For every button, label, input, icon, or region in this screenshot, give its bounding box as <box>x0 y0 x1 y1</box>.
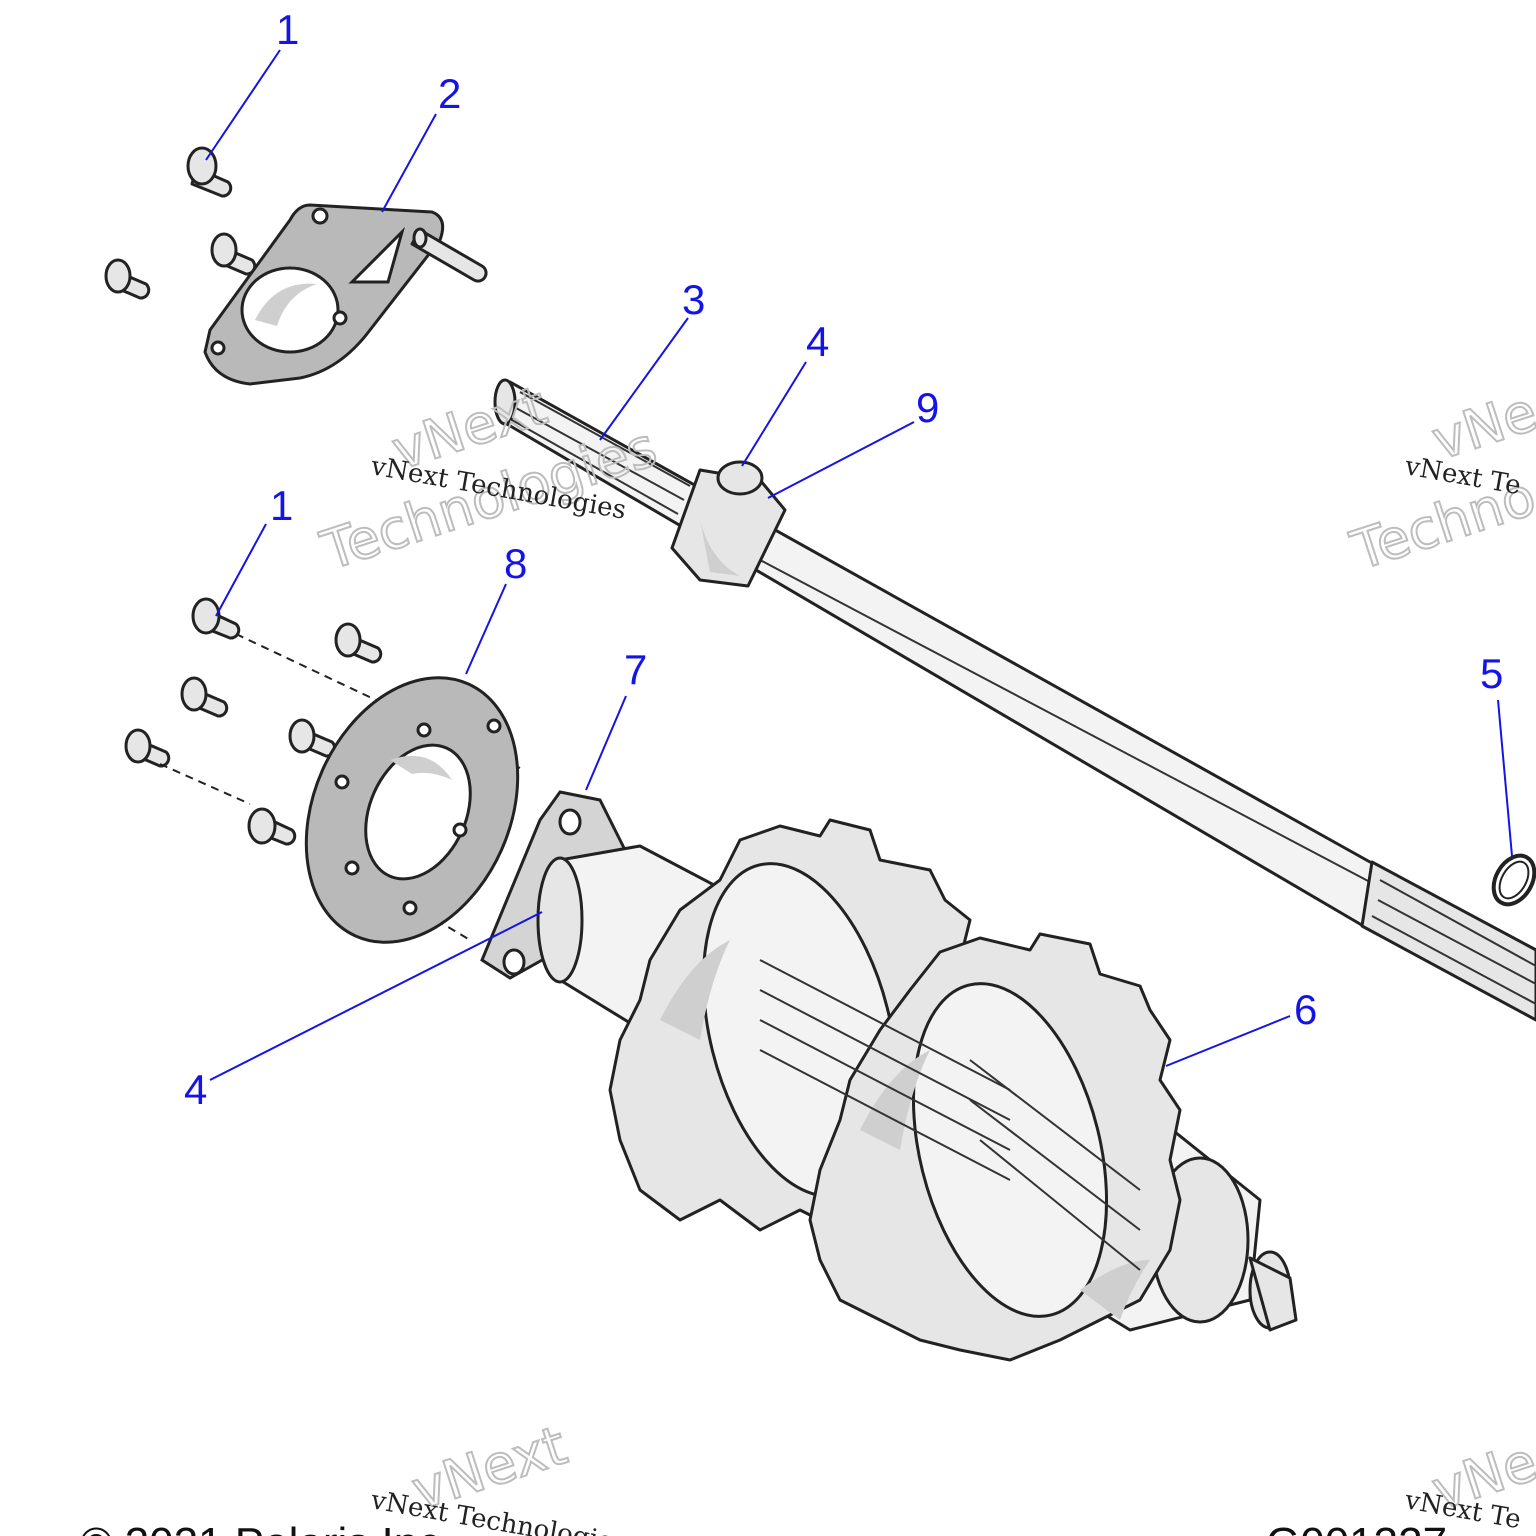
bolt-mid-5 <box>124 728 171 768</box>
callouts: 1 2 3 4 9 1 8 7 5 6 4 <box>184 6 1503 1113</box>
footer: © 2021 Polaris Inc G001327 <box>80 1519 1447 1536</box>
gasket-plate <box>304 676 520 944</box>
callout-4-top: 4 <box>806 318 829 365</box>
callout-5: 5 <box>1480 650 1503 697</box>
bolt-mid-3 <box>180 676 229 718</box>
callout-8: 8 <box>504 540 527 587</box>
bolt-mid-6 <box>247 807 297 846</box>
o-ring <box>1491 853 1536 907</box>
drive-assembly <box>536 818 1298 1362</box>
bolt-top-1 <box>186 146 233 198</box>
bolt-top-2 <box>210 232 257 276</box>
callout-3: 3 <box>682 276 705 323</box>
leader-lines <box>205 49 1513 1081</box>
callout-6: 6 <box>1294 986 1317 1033</box>
callout-9: 9 <box>916 384 939 431</box>
bearing-upper <box>670 460 787 588</box>
footer-part-id: G001327 <box>1266 1519 1447 1536</box>
bolt-mid-1 <box>191 597 241 640</box>
bolt-top-3 <box>104 258 151 300</box>
footer-copyright: © 2021 Polaris Inc <box>80 1519 440 1536</box>
callout-7: 7 <box>624 646 647 693</box>
callout-2: 2 <box>438 70 461 117</box>
callout-1-top: 1 <box>276 6 299 53</box>
bolt-mid-4 <box>288 718 337 758</box>
callout-4-bottom: 4 <box>184 1066 207 1113</box>
bolt-mid-2 <box>334 622 383 664</box>
bracket <box>203 203 488 386</box>
callout-1-mid: 1 <box>270 482 293 529</box>
